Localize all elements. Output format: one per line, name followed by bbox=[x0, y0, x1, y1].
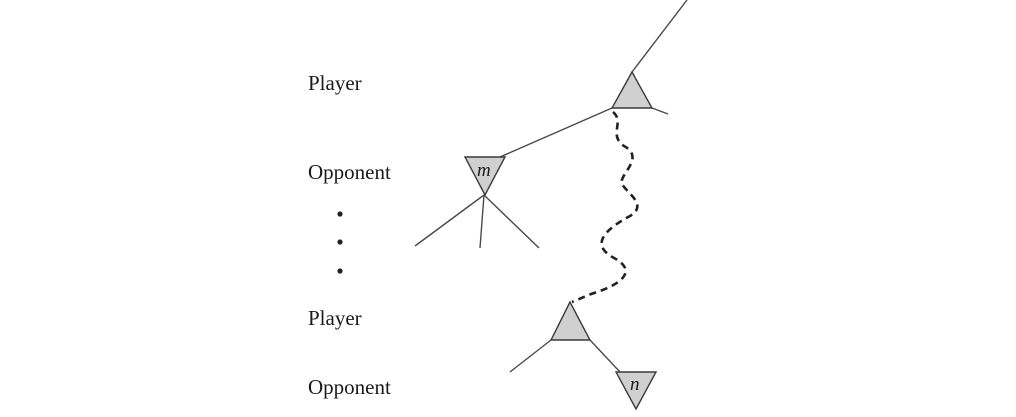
node-n: n bbox=[614, 371, 658, 411]
edge-m-right-child bbox=[483, 194, 540, 249]
level-label-opponent-bottom: Opponent bbox=[308, 375, 391, 399]
opponent-node-m bbox=[463, 156, 507, 197]
dashed-path-to-node bbox=[571, 111, 639, 304]
edge-m-left-child bbox=[414, 194, 485, 247]
opponent-node-n bbox=[614, 371, 658, 411]
edge-player-top-right bbox=[651, 107, 669, 115]
tree-edges bbox=[414, 0, 688, 373]
edge-root-to-player-top bbox=[631, 0, 688, 73]
edge-m-middle-child bbox=[479, 194, 485, 249]
ellipsis-dot bbox=[337, 268, 343, 274]
level-label-player-bottom: Player bbox=[308, 306, 362, 330]
node-n-label: n bbox=[630, 374, 640, 395]
vertical-ellipsis bbox=[337, 211, 343, 274]
ellipsis-dot bbox=[337, 239, 343, 245]
ellipsis-dot bbox=[337, 211, 343, 217]
level-label-opponent-top: Opponent bbox=[308, 160, 391, 184]
player-node-bottom bbox=[549, 300, 592, 341]
node-m-label: m bbox=[477, 160, 491, 181]
node-m: m bbox=[463, 156, 507, 197]
edge-player-top-to-m bbox=[499, 107, 613, 158]
player-node-top bbox=[610, 70, 654, 109]
level-label-player-top: Player bbox=[308, 71, 362, 95]
edge-player-bottom-left-child bbox=[509, 339, 552, 373]
edge-player-bottom-to-n bbox=[589, 339, 621, 373]
